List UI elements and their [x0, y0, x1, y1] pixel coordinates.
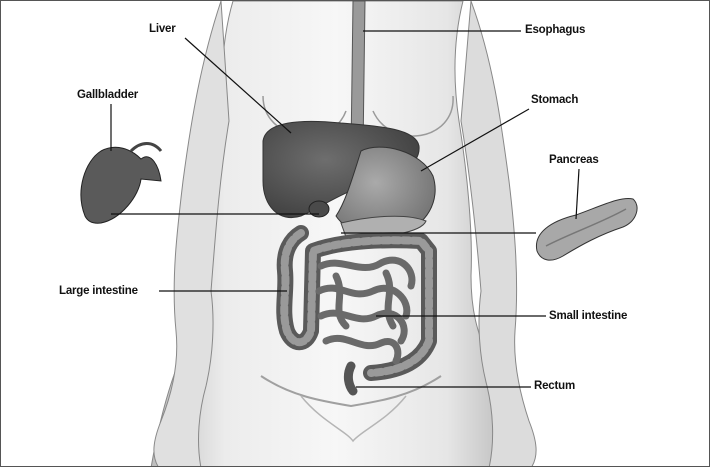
rectum-shape [348, 366, 353, 391]
gallbladder-in-body [309, 201, 329, 217]
label-small-intestine: Small intestine [549, 310, 627, 322]
label-gallbladder: Gallbladder [77, 89, 138, 101]
label-large-intestine: Large intestine [59, 285, 138, 297]
label-rectum: Rectum [534, 380, 575, 392]
pancreas-detached [536, 198, 637, 260]
label-stomach: Stomach [531, 94, 578, 106]
label-liver: Liver [149, 23, 176, 35]
label-pancreas: Pancreas [549, 154, 599, 166]
gallbladder-detached [81, 144, 161, 224]
leader-pancreas [576, 169, 579, 219]
label-esophagus: Esophagus [525, 24, 585, 36]
